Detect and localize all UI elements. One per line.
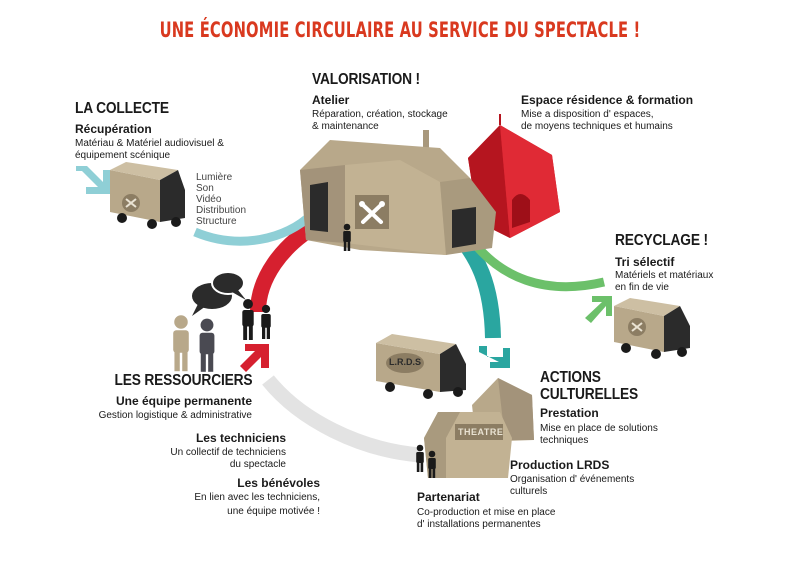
- collecte-description-2: équipement scénique: [75, 150, 171, 161]
- technician-person-icon: [199, 318, 215, 372]
- technicians-title: Les techniciens: [195, 431, 286, 445]
- collecte-item-4: Distribution: [196, 205, 247, 216]
- valorisation-description-1: Réparation, création, stockage: [312, 109, 448, 120]
- speech-bubbles-icon: [192, 271, 246, 316]
- collecte-item-5: Structure: [196, 216, 237, 227]
- production-description-2: culturels: [510, 486, 548, 497]
- collecte-subheading: Récupération: [75, 122, 152, 136]
- actions-heading-line-1: ACTIONS: [540, 369, 601, 386]
- collecte-heading: LA COLLECTE: [75, 100, 169, 117]
- lrds-truck-icon: [376, 334, 466, 399]
- prestation-description-2: techniques: [540, 435, 589, 446]
- residence-description-1: Mise a disposition d' espaces,: [521, 109, 654, 120]
- flow-arc-lightblue: [193, 210, 316, 246]
- recyclage-truck-icon: [614, 298, 690, 359]
- permanent-team-person-icon: [173, 315, 189, 372]
- partner-person-1-icon: [416, 444, 424, 472]
- recyclage-arrow: [585, 296, 612, 323]
- flow-arc-gray: [262, 375, 421, 463]
- production-description-1: Organisation d' événements: [510, 474, 635, 485]
- page-title: UNE ÉCONOMIE CIRCULAIRE AU SERVICE DU SP…: [159, 18, 641, 42]
- valorisation-subheading: Atelier: [312, 93, 350, 107]
- production-subheading: Production LRDS: [510, 458, 610, 472]
- volunteer-person-2-icon: [261, 304, 271, 339]
- volunteers-description-1: En lien avec les techniciens,: [194, 492, 320, 503]
- recyclage-description-2: en fin de vie: [615, 282, 669, 293]
- volunteers-description-2: une équipe motivée !: [227, 506, 320, 517]
- recyclage-heading: RECYCLAGE !: [615, 232, 708, 249]
- recyclage-subheading: Tri sélectif: [615, 255, 675, 269]
- collecte-truck-icon: [110, 162, 185, 229]
- ressourciers-arrow: [240, 344, 269, 372]
- partenariat-description-1: Co-production et mise en place: [417, 507, 556, 518]
- collecte-item-2: Son: [196, 183, 214, 194]
- residence-subheading: Espace résidence & formation: [521, 93, 694, 107]
- valorisation-heading: VALORISATION !: [312, 71, 420, 88]
- workshop-tent-icon: [300, 130, 496, 255]
- theatre-sign-text: THEATRE: [458, 427, 504, 437]
- collecte-arrow: [76, 166, 110, 194]
- actions-heading-line-2: CULTURELLES: [540, 386, 638, 403]
- ressourciers-heading: LES RESSOURCIERS: [114, 372, 252, 389]
- recyclage-description-1: Matériels et matériaux: [615, 270, 714, 281]
- technicians-description-2: du spectacle: [229, 459, 286, 470]
- partenariat-subheading: Partenariat: [417, 490, 480, 504]
- technicians-description-1: Un collectif de techniciens: [170, 447, 286, 458]
- permanent-team-title: Une équipe permanente: [115, 394, 252, 408]
- actions-arrow: [479, 346, 510, 368]
- permanent-team-description: Gestion logistique & administrative: [98, 410, 252, 421]
- collecte-description-1: Matériau & Matériel audiovisuel &: [75, 138, 224, 149]
- prestation-description-1: Mise en place de solutions: [540, 423, 658, 434]
- prestation-subheading: Prestation: [540, 406, 599, 420]
- truck-logo-text: L.R.D.S: [389, 357, 422, 367]
- partenariat-description-2: d' installations permanentes: [417, 519, 541, 530]
- valorisation-description-2: & maintenance: [312, 121, 379, 132]
- collecte-item-3: Vidéo: [196, 194, 222, 205]
- volunteers-title: Les bénévoles: [237, 476, 320, 490]
- residence-description-2: de moyens techniques et humains: [521, 121, 673, 132]
- volunteer-person-1-icon: [242, 299, 254, 340]
- collecte-item-1: Lumière: [196, 172, 233, 183]
- flow-arc-green: [466, 235, 606, 292]
